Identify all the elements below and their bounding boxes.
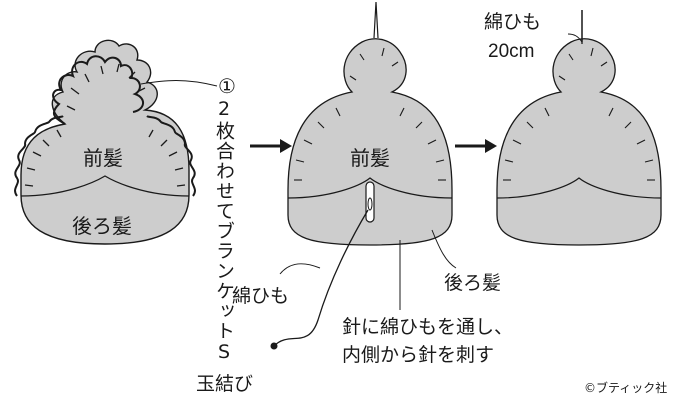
front-hair-label-1: 前髪 [83, 146, 123, 170]
needle-note-line-2: 内側から針を刺す [342, 344, 495, 366]
figure-2-threading [270, 1, 457, 350]
arrow-right-icon [455, 139, 497, 153]
cord-label-3: 綿ひも [484, 11, 542, 33]
step-1-instruction: 2枚合わせてブランケットS [213, 98, 235, 364]
figure-1-blanket-stitch [14, 39, 218, 245]
arrow-right-icon [250, 139, 292, 153]
knot-label: 玉結び [196, 373, 254, 395]
front-hair-label-2: 前髪 [350, 146, 390, 170]
cotton-cord-label: 綿ひも [232, 285, 290, 307]
cord-length-label: 20cm [488, 41, 535, 62]
step-number: ① [218, 74, 236, 98]
needle-note-line-1: 針に綿ひもを通し、 [342, 316, 514, 338]
copyright-credit: ©ブティック社 [584, 381, 668, 395]
back-hair-label-1: 後ろ髪 [72, 214, 132, 238]
back-hair-label-2: 後ろ髪 [444, 272, 502, 294]
